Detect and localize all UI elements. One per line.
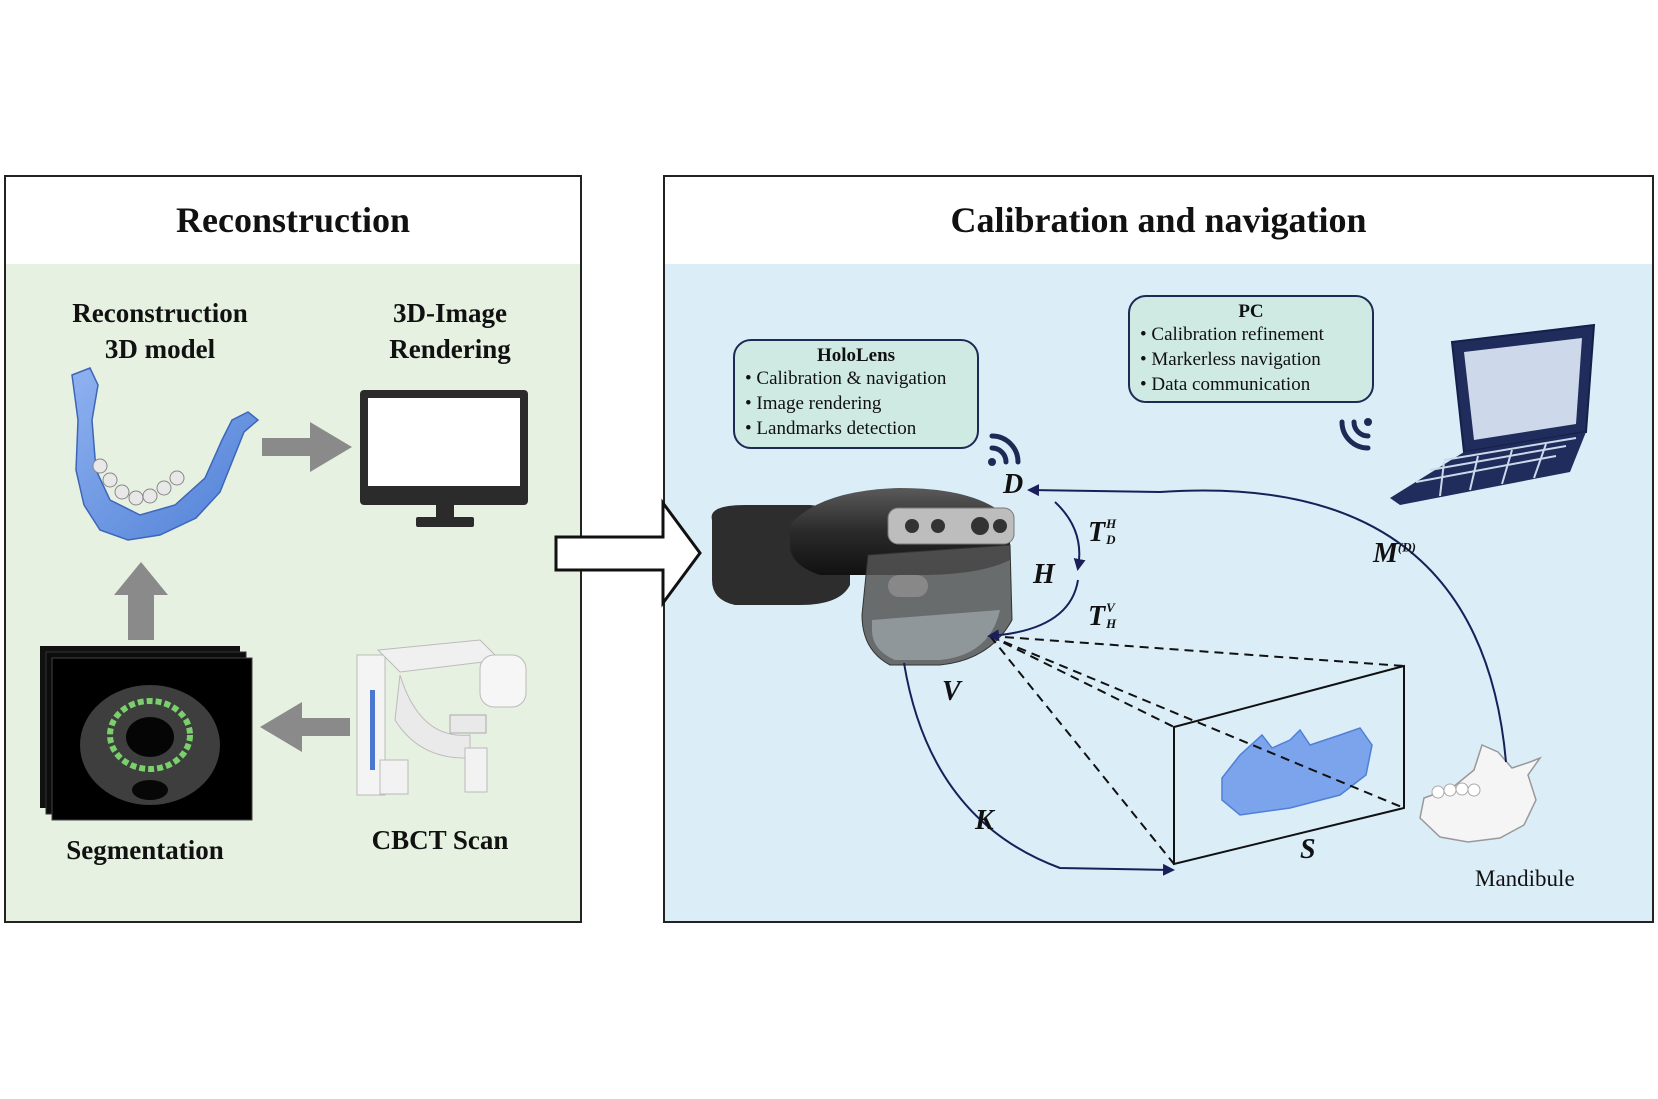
curve-m-d bbox=[1027, 484, 1507, 763]
reconstruction-title: Reconstruction bbox=[176, 200, 410, 240]
symbol-t: T bbox=[1088, 517, 1106, 548]
transition-arrow-icon bbox=[554, 498, 702, 608]
wifi-hololens-icon bbox=[988, 433, 1021, 466]
render-label: 3D-Image Rendering bbox=[345, 295, 555, 367]
hololens-heading: HoloLens bbox=[816, 345, 896, 366]
hololens-item: Image rendering bbox=[745, 391, 967, 416]
jaw-3d-model-icon bbox=[71, 367, 260, 541]
transform-curves bbox=[903, 484, 1507, 876]
recon-model-label: Reconstruction 3D model bbox=[50, 295, 270, 367]
virtual-mandible-icon bbox=[1221, 727, 1373, 816]
pc-item: Data communication bbox=[1140, 372, 1362, 397]
symbol-tvh-sub: H bbox=[1106, 616, 1117, 631]
pc-item: Markerless navigation bbox=[1140, 347, 1362, 372]
symbol-thd-sub: D bbox=[1106, 532, 1116, 547]
ct-slices-icon bbox=[40, 646, 253, 821]
arrow-to-monitor-icon bbox=[262, 422, 352, 472]
symbol-t: T bbox=[1088, 601, 1106, 632]
arrow-to-slices-icon bbox=[260, 702, 350, 752]
symbol-tvh-sup: V bbox=[1106, 600, 1115, 615]
pc-info-box: PC Calibration refinement Markerless nav… bbox=[1128, 295, 1374, 403]
monitor-icon bbox=[360, 390, 528, 527]
symbol-d: D bbox=[1003, 469, 1024, 500]
wifi-pc-icon bbox=[1339, 418, 1372, 451]
arrow-up-icon bbox=[114, 562, 168, 640]
pc-item: Calibration refinement bbox=[1140, 322, 1362, 347]
hololens-item: Landmarks detection bbox=[745, 416, 967, 441]
symbol-k: K bbox=[975, 805, 994, 836]
cbct-scanner-icon bbox=[356, 639, 527, 796]
hololens-headset-icon bbox=[711, 488, 1015, 666]
calibration-title: Calibration and navigation bbox=[950, 200, 1367, 240]
symbol-m: M bbox=[1373, 538, 1398, 569]
recon-label-line2: 3D model bbox=[104, 334, 216, 364]
render-label-line2: Rendering bbox=[389, 334, 511, 364]
symbol-m-d: M(D) bbox=[1373, 538, 1416, 570]
cbct-label: CBCT Scan bbox=[371, 825, 509, 855]
segmentation-label: Segmentation bbox=[66, 835, 224, 865]
symbol-v: V bbox=[942, 676, 961, 707]
pc-heading: PC bbox=[1238, 301, 1264, 322]
symbol-s: S bbox=[1300, 834, 1316, 865]
symbol-m-sup: (D) bbox=[1397, 539, 1416, 555]
hololens-info-box: HoloLens Calibration & navigation Image … bbox=[733, 339, 979, 449]
mandibule-model-icon bbox=[1419, 743, 1543, 843]
curve-t-vh bbox=[987, 579, 1079, 642]
view-frustum-lines bbox=[989, 635, 1405, 865]
hololens-item: Calibration & navigation bbox=[745, 366, 967, 391]
laptop-icon bbox=[1390, 323, 1596, 505]
curve-k bbox=[903, 662, 1175, 876]
recon-label-line1: Reconstruction bbox=[72, 298, 248, 328]
symbol-thd-sup: H bbox=[1106, 516, 1117, 531]
render-label-line1: 3D-Image bbox=[393, 298, 507, 328]
symbol-h: H bbox=[1033, 559, 1055, 590]
mandibule-label: Mandibule bbox=[1475, 866, 1575, 891]
curve-t-hd bbox=[1054, 501, 1086, 571]
